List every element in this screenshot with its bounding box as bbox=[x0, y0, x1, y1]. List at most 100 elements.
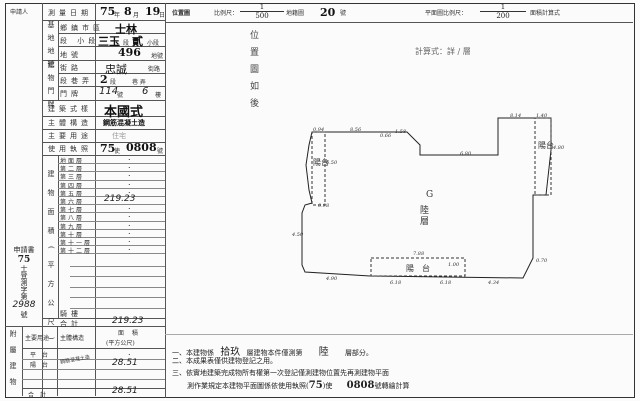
street-unit: 街路 bbox=[148, 66, 161, 73]
floor-area-value: . bbox=[128, 185, 131, 195]
lot-unit: 地號 bbox=[151, 53, 164, 60]
survey-date-day: 19 bbox=[145, 5, 161, 18]
arcade-label: 騎樓 bbox=[60, 310, 82, 318]
plan-scale-den: 200 bbox=[496, 12, 510, 20]
floor-area-value: . bbox=[128, 177, 131, 187]
cadastral-map-number: 20 bbox=[320, 6, 336, 19]
annex-usage: 平台 bbox=[30, 352, 55, 359]
floor-label: 第九層 bbox=[60, 223, 85, 231]
plan-dimension-label: 4.50 bbox=[292, 232, 304, 238]
floor-area-value: . bbox=[128, 202, 131, 212]
note-2: 二、本成果表僅供建物登記之用。 bbox=[172, 357, 277, 365]
plan-dimension-label: 4.34 bbox=[488, 280, 500, 286]
floor-area-value: . bbox=[128, 210, 131, 220]
plan-dimension-label: 6.18 bbox=[440, 280, 452, 286]
location-scale-fraction: 1 500 bbox=[240, 3, 284, 20]
address-section-unit: 段 bbox=[110, 79, 117, 86]
floor-area-value: . bbox=[128, 169, 131, 179]
cadastral-map-label: 地籍圖 bbox=[286, 10, 305, 17]
location-map-text: 位置圖如後 bbox=[248, 30, 258, 115]
area-calc-label: 面積計算式 bbox=[530, 10, 561, 17]
floor-area-value: . bbox=[128, 153, 131, 162]
section-unit: 段 bbox=[123, 40, 130, 47]
district-value: 士林 bbox=[115, 23, 137, 36]
permit-suffix: 號 bbox=[157, 148, 164, 155]
location-map-label: 位置圖 bbox=[172, 10, 191, 17]
floor-area-value: . bbox=[128, 226, 131, 236]
left-balcony-label: 陽台 bbox=[313, 158, 329, 167]
month-unit: 月 bbox=[133, 12, 140, 19]
location-scale-label: 比例尺： bbox=[214, 10, 239, 17]
floor-area-value: . bbox=[128, 235, 131, 244]
floor-label: 第十一層 bbox=[60, 240, 93, 247]
floor-unit: 樓 bbox=[155, 92, 162, 99]
plan-dimension-label: 0.94 bbox=[313, 127, 325, 133]
floor-area-value: . bbox=[128, 218, 131, 228]
application-number-block: 申請書 75 士登測字第 2988 號 bbox=[8, 245, 40, 320]
application-label: 申請書 bbox=[13, 246, 35, 254]
application-suffix: 號 bbox=[20, 311, 28, 319]
annex-total-value: 28.51 bbox=[112, 386, 138, 396]
land-group-label: 基地地號 bbox=[47, 21, 55, 73]
plan-dimension-label: 1.00 bbox=[448, 262, 460, 268]
floor-label: 第三層 bbox=[60, 174, 85, 182]
subsection-unit: 小段 bbox=[147, 40, 160, 47]
left-balcony-outline bbox=[311, 131, 326, 206]
plan-dimension-label: 7.88 bbox=[413, 251, 425, 257]
permit-number: 0808 bbox=[126, 141, 157, 154]
lot-value: 496 bbox=[118, 46, 141, 59]
floor-label: 第五層 bbox=[60, 190, 85, 198]
application-number: 2988 bbox=[12, 300, 36, 310]
application-text: 士登測字第 bbox=[20, 265, 28, 300]
usage-label: 主要用途 bbox=[48, 132, 92, 140]
plan-scale-num: 1 bbox=[480, 3, 526, 12]
outer-frame bbox=[5, 3, 635, 398]
lane-unit: 巷 弄 bbox=[132, 79, 146, 86]
permit-year: 75 bbox=[100, 142, 116, 155]
floor-label: 第七層 bbox=[60, 207, 85, 215]
floor-area-value: . bbox=[128, 161, 131, 171]
plan-dimension-label: 6.50 bbox=[326, 160, 338, 166]
calc-text: 計算式：詳 / 層 bbox=[415, 47, 471, 56]
usage-value: 住宅 bbox=[112, 132, 126, 140]
section-value: 三玉 bbox=[98, 35, 120, 48]
floor-area-value: 219.23 bbox=[104, 194, 136, 204]
right-balcony-outline bbox=[534, 117, 552, 196]
annex-area: . bbox=[128, 348, 131, 357]
plan-scale-fraction: 1 200 bbox=[480, 3, 526, 20]
survey-date-year: 75 bbox=[100, 5, 116, 18]
location-scale-num: 1 bbox=[240, 3, 284, 12]
district-label: 鄉鎮市區 bbox=[60, 24, 104, 32]
right-balcony-label: 陽台 bbox=[538, 141, 554, 150]
plan-center-label: 陸層 bbox=[418, 205, 428, 227]
bottom-balcony-outline bbox=[370, 257, 466, 277]
floor-total-value: 219.23 bbox=[112, 316, 144, 326]
street-label: 街路 bbox=[60, 64, 82, 72]
plan-scale-label: 平面圖比例尺： bbox=[425, 10, 468, 17]
address-floor: 6 bbox=[142, 86, 149, 97]
annex-total-label: 合計 bbox=[28, 392, 53, 399]
annex-usage: 陽台 bbox=[30, 362, 55, 369]
plan-dimension-label: 4.90 bbox=[326, 276, 338, 282]
application-year: 75 bbox=[17, 255, 31, 265]
plan-dimension-label: 8.56 bbox=[350, 127, 362, 133]
floor-label: 第八層 bbox=[60, 215, 85, 223]
floor-label: 第十層 bbox=[60, 231, 85, 239]
day-unit: 日 bbox=[159, 12, 166, 19]
lot-label: 地號 bbox=[60, 51, 82, 59]
plan-dimension-label: 8.14 bbox=[510, 113, 522, 119]
floor-total-label: 合計 bbox=[60, 320, 82, 328]
floor-area-group-label: 建物面積(平方公尺) bbox=[47, 170, 55, 352]
note-3-cont: 測作業規定本建物平面圖係依使用執照(75)使 0808號轉繪計算 bbox=[187, 380, 410, 391]
address-section: 2 bbox=[100, 73, 108, 86]
plan-dimension-label: 4.80 bbox=[553, 145, 565, 151]
annex-usage-header: 主要用途 bbox=[25, 335, 50, 342]
annex-structure-header: 主體構造 bbox=[60, 335, 85, 342]
note-3: 三、依實地建築完成物所有權第一次登記僅測建物位置先再測建物平面 bbox=[172, 369, 389, 377]
address-group-label: 建物門牌 bbox=[47, 61, 55, 113]
applicant-label: 申請人 bbox=[10, 9, 29, 16]
annex-area: 28.51 bbox=[112, 358, 138, 368]
subsection-value: 貳 bbox=[132, 35, 143, 48]
